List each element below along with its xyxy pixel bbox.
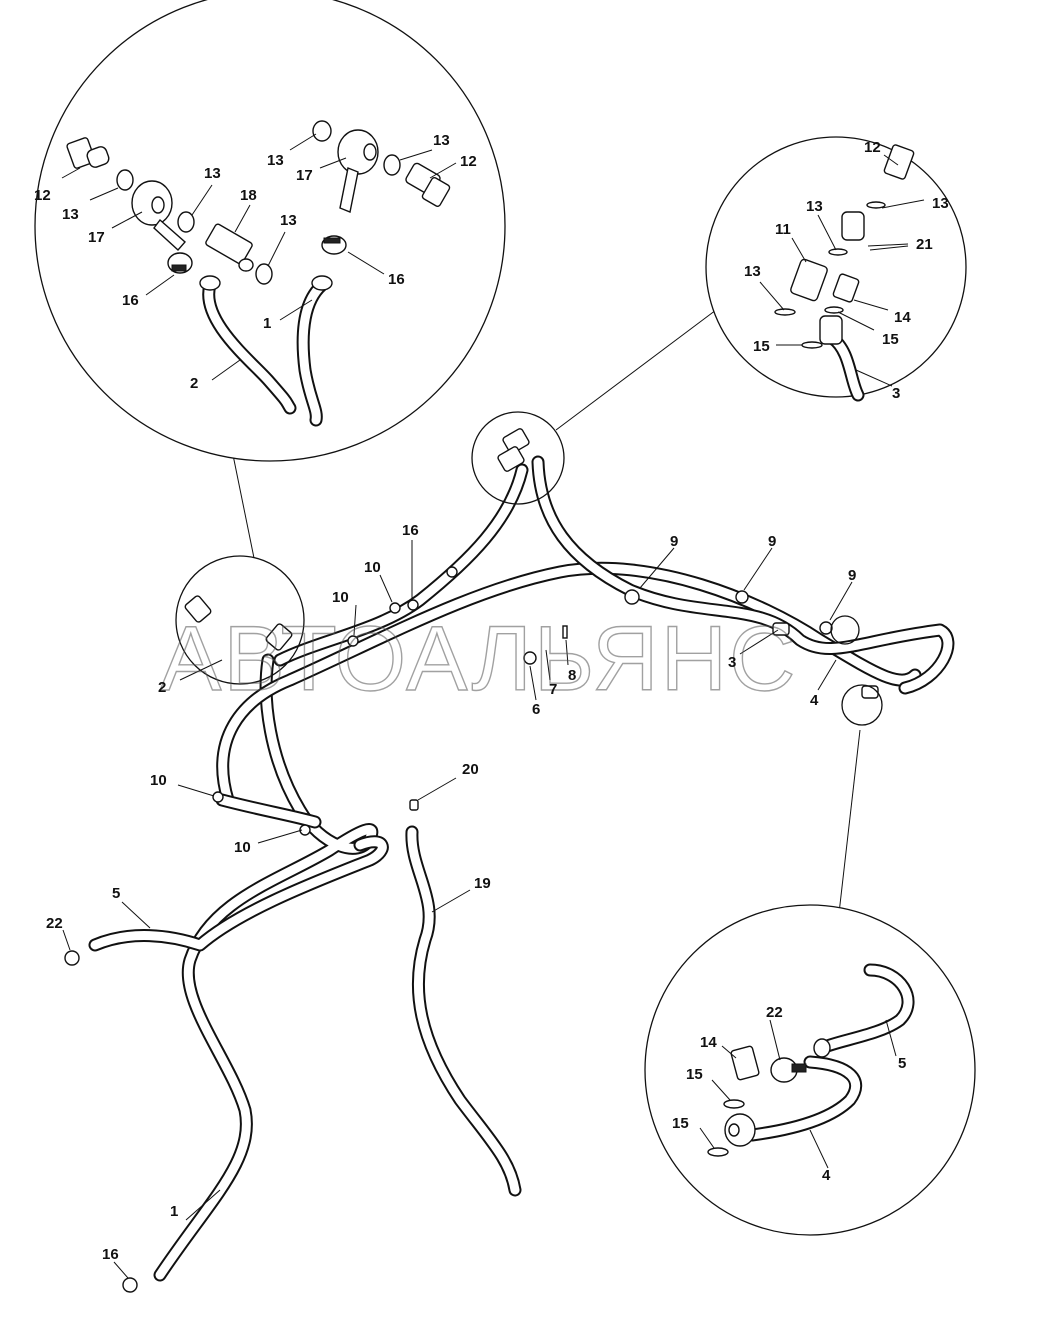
callout-7: 7 [549, 681, 557, 698]
callout-21: 21 [916, 236, 933, 253]
callout-12: 12 [460, 153, 477, 170]
main-small-parts [64, 566, 879, 1293]
callout-9: 9 [768, 533, 776, 550]
callout-12: 12 [864, 139, 881, 156]
callout-6: 6 [532, 701, 540, 718]
callout-19: 19 [474, 875, 491, 892]
callout-5: 5 [112, 885, 120, 902]
watermark-text: АВТОАЛЬЯНС [160, 608, 798, 710]
callout-8: 8 [568, 667, 576, 684]
callout-20: 20 [462, 761, 479, 778]
callout-labels: 12 13 17 13 18 13 16 1 2 13 17 13 12 16 … [34, 132, 949, 1263]
callout-14: 14 [894, 309, 911, 326]
callout-13: 13 [932, 195, 949, 212]
callout-13: 13 [744, 263, 761, 280]
small-detail-circles [175, 411, 883, 726]
callout-13: 13 [433, 132, 450, 149]
callout-11: 11 [775, 221, 791, 238]
callout-13: 13 [806, 198, 823, 215]
callout-15: 15 [753, 338, 770, 355]
callout-15: 15 [686, 1066, 703, 1083]
fitting-20 [409, 799, 419, 811]
callout-17: 17 [88, 229, 105, 246]
callout-3: 3 [728, 654, 736, 671]
callout-16: 16 [122, 292, 139, 309]
callout-9: 9 [670, 533, 678, 550]
callout-18: 18 [240, 187, 257, 204]
callout-16: 16 [402, 522, 419, 539]
main-leaders [62, 540, 853, 1279]
callout-13: 13 [62, 206, 79, 223]
callout-10: 10 [332, 589, 349, 606]
clamp-16-bottom [122, 1277, 138, 1293]
callout-16: 16 [102, 1246, 119, 1263]
callout-10: 10 [150, 772, 167, 789]
callout-15: 15 [672, 1115, 689, 1132]
detail-circle-top-left [34, 0, 506, 462]
callout-1: 1 [170, 1203, 178, 1220]
callout-1: 1 [263, 315, 271, 332]
callout-13: 13 [267, 152, 284, 169]
callout-4: 4 [822, 1167, 831, 1184]
callout-2: 2 [158, 679, 166, 696]
detail-circle-top-right [705, 136, 967, 402]
callout-16: 16 [388, 271, 405, 288]
callout-22: 22 [766, 1004, 783, 1021]
callout-5: 5 [898, 1055, 906, 1072]
callout-17: 17 [296, 167, 313, 184]
callout-15: 15 [882, 331, 899, 348]
callout-4: 4 [810, 692, 819, 709]
callout-14: 14 [700, 1034, 717, 1051]
detail-circle-bottom-right [644, 904, 976, 1236]
callout-22: 22 [46, 915, 63, 932]
callout-2: 2 [190, 375, 198, 392]
callout-9: 9 [848, 567, 856, 584]
callout-13: 13 [280, 212, 297, 229]
callout-3: 3 [892, 385, 900, 402]
callout-10: 10 [234, 839, 251, 856]
main-hose-routing [88, 455, 955, 1282]
callout-13: 13 [204, 165, 221, 182]
detail-link-lines [231, 309, 861, 923]
callout-12: 12 [34, 187, 51, 204]
nut-22-left [64, 950, 80, 966]
callout-10: 10 [364, 559, 381, 576]
